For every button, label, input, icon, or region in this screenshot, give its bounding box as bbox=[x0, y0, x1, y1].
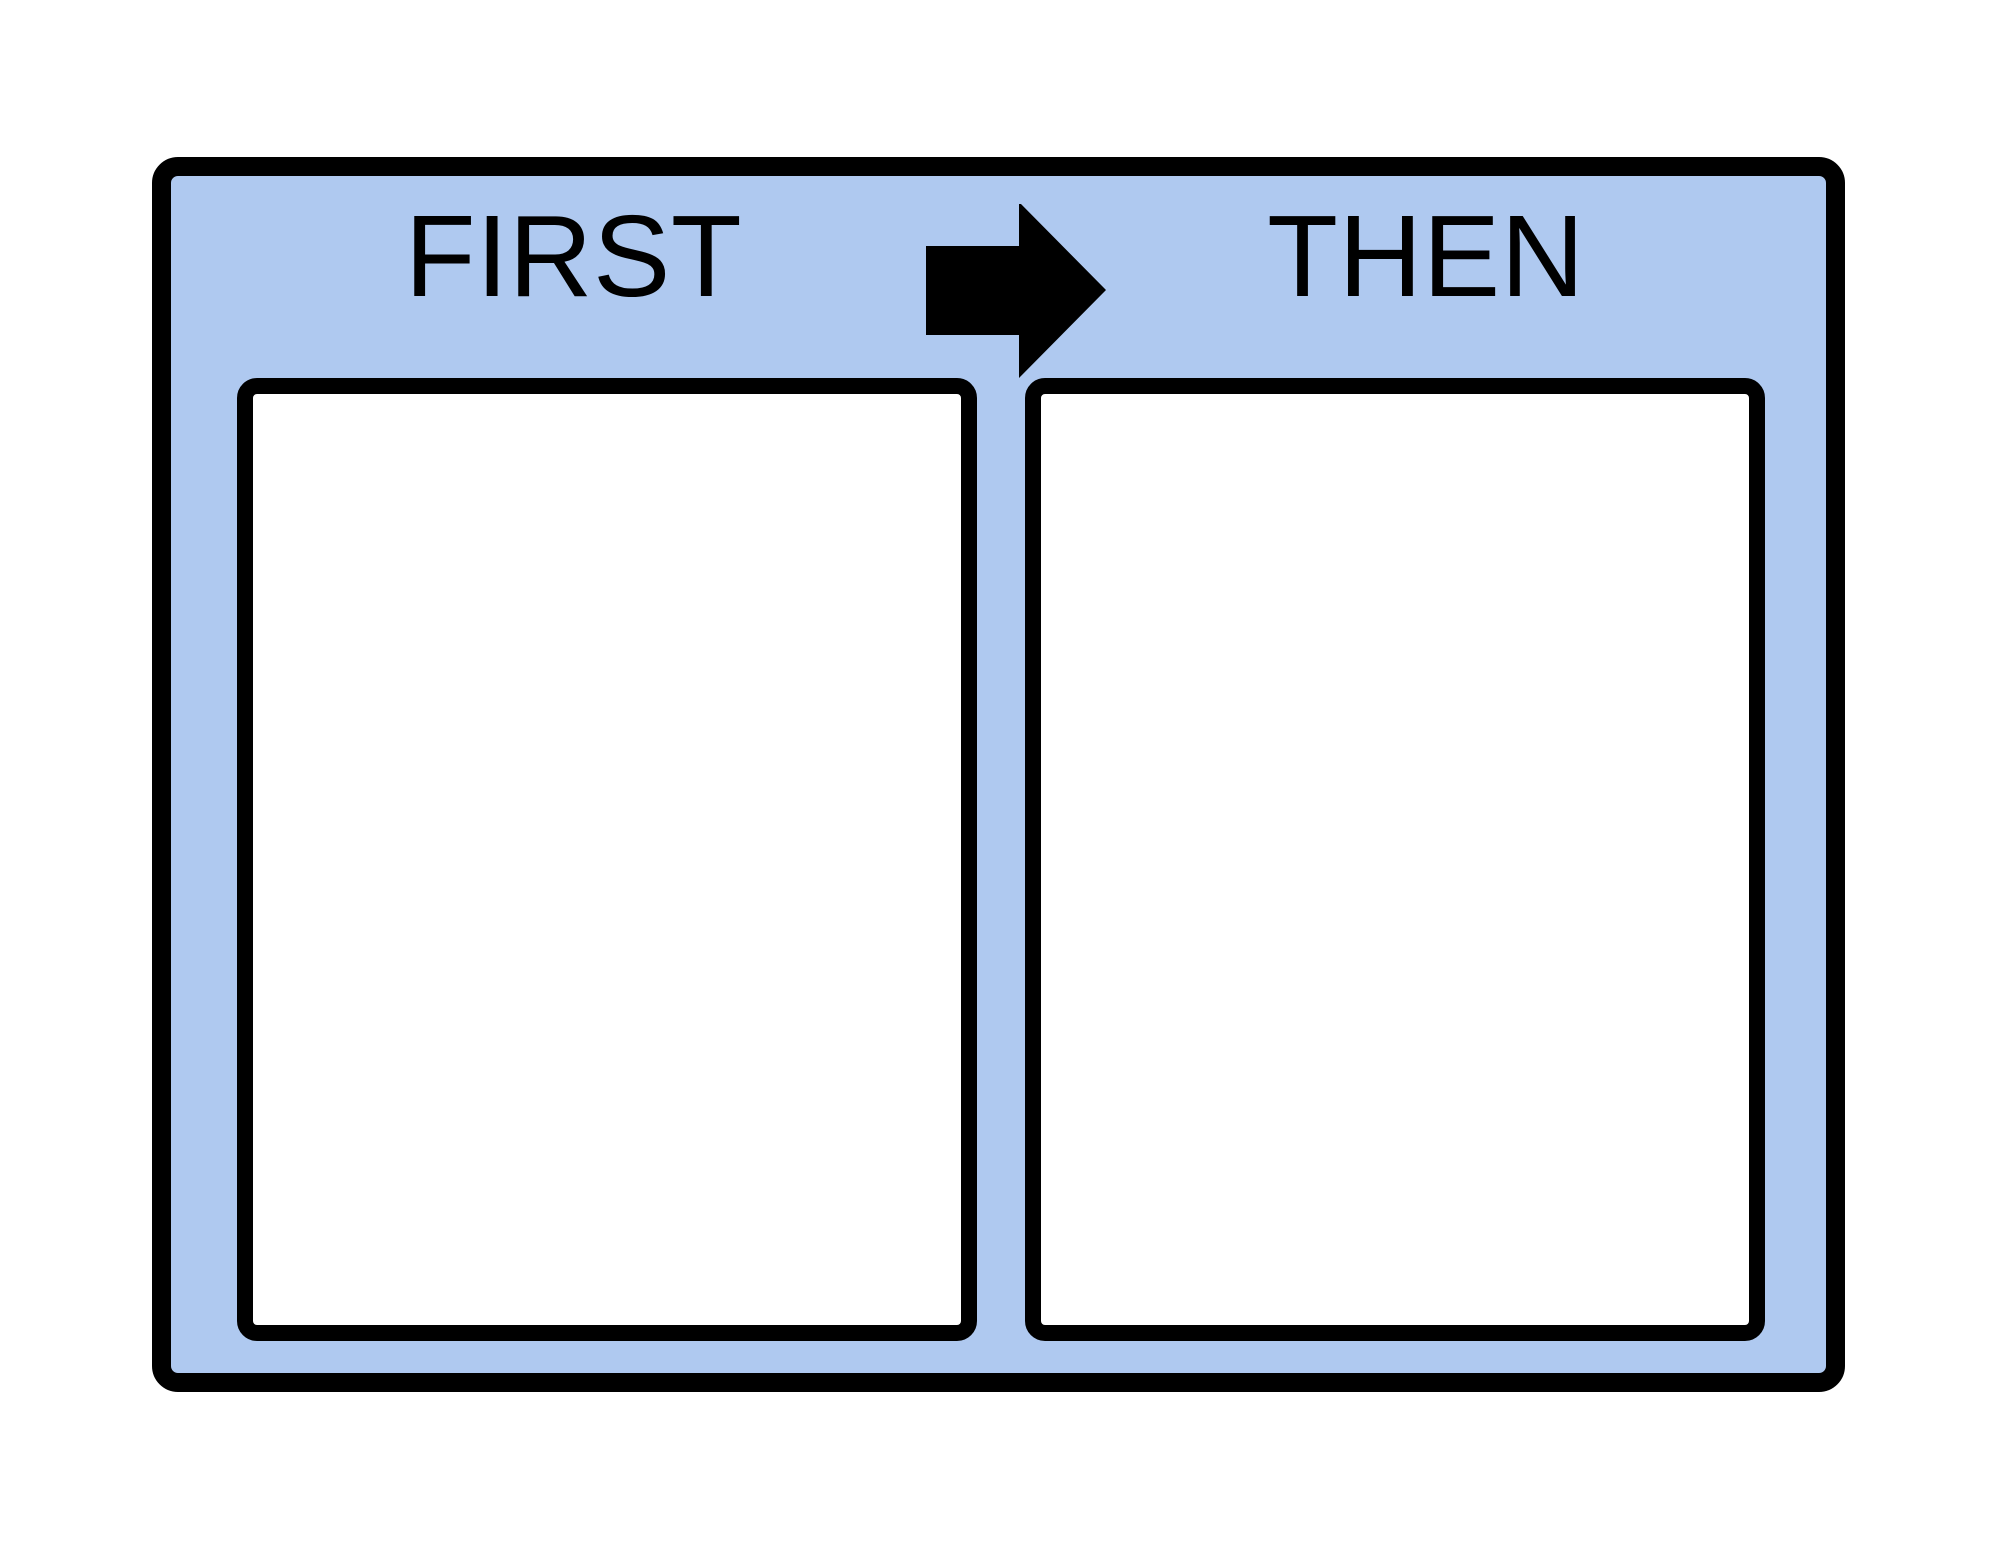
board-cards-row bbox=[237, 378, 1765, 1341]
then-column-label: THEN bbox=[1267, 191, 1585, 321]
board-header: FIRST THEN bbox=[171, 176, 1826, 378]
first-column-label: FIRST bbox=[404, 191, 743, 321]
first-activity-card[interactable] bbox=[237, 378, 977, 1341]
then-activity-card[interactable] bbox=[1025, 378, 1765, 1341]
right-arrow-icon bbox=[907, 204, 1117, 404]
board-frame: FIRST THEN bbox=[152, 157, 1845, 1392]
